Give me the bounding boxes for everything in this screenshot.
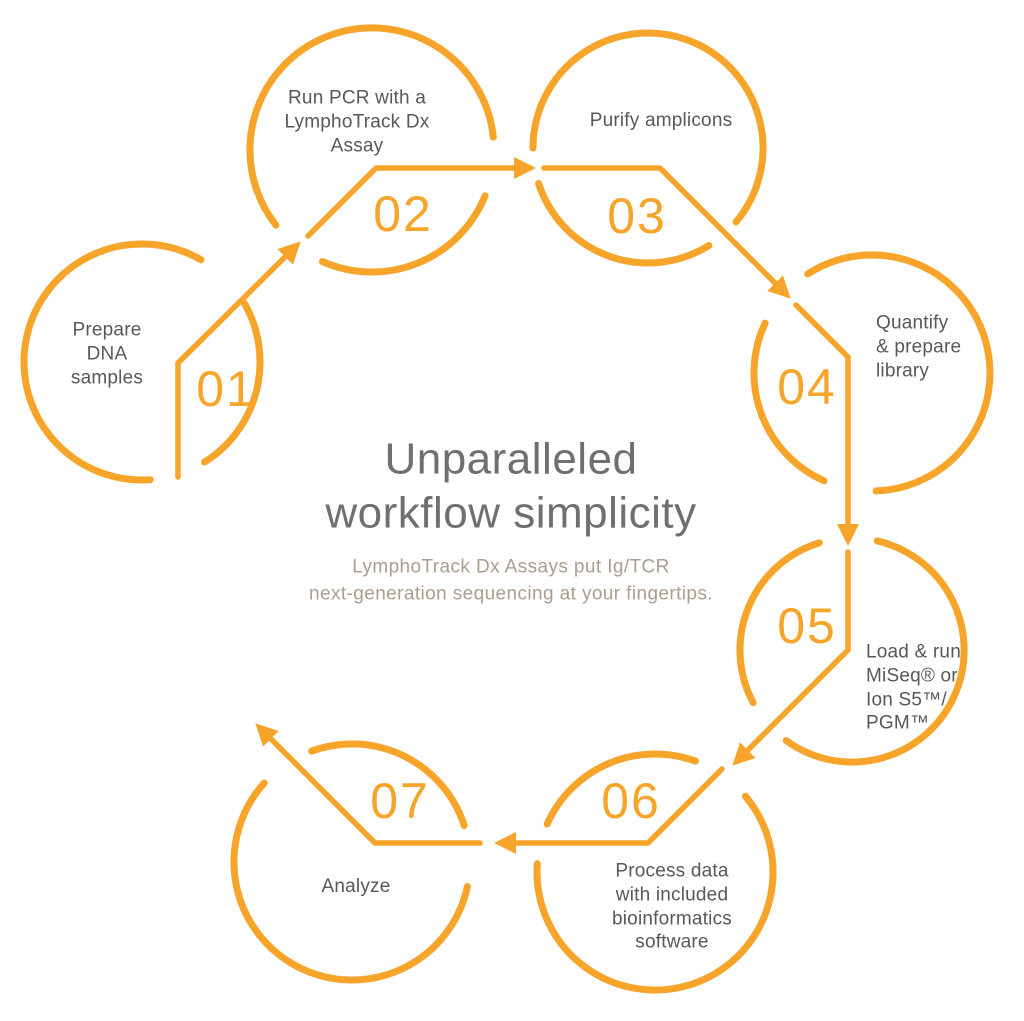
diagram-title: Unparalleled workflow simplicity	[325, 434, 697, 537]
step-5-ring-arc-1	[736, 539, 823, 707]
step-2-ring-arc-1	[318, 192, 489, 276]
step-5-number: 05	[777, 598, 837, 654]
step-1-label: Prepare DNA samples	[70, 319, 144, 388]
step-4-ring-arc-1	[750, 319, 828, 485]
step-5-ring-arc-2	[782, 537, 968, 766]
arrow-step6-to-step7	[494, 766, 725, 854]
arrow-step1-to-step2	[175, 241, 301, 480]
step-4-label: Quantify & prepare library	[876, 312, 962, 381]
step-6-ring-arc-2	[533, 792, 777, 994]
step-3-ring-arc-1	[535, 180, 713, 267]
arrow-step5-to-step6	[732, 549, 851, 766]
diagram-subtitle: LymphoTrack Dx Assays put Ig/TCR next-ge…	[309, 556, 713, 604]
step-3-ring-arc-2	[529, 29, 767, 226]
arrow-step2-to-step3	[305, 157, 536, 239]
step-6-ring-arc-1	[543, 750, 699, 828]
step-2-number: 02	[373, 186, 433, 242]
step-7-label: Analyze	[321, 876, 391, 898]
step-2-label: Run PCR with a LymphoTrack Dx Assay	[284, 87, 430, 156]
step-3-number: 03	[607, 188, 667, 244]
arrows-group	[175, 157, 859, 854]
step-5-label: Load & run MiSeq® or Ion S5™/ PGM™	[866, 641, 961, 734]
arrow-step3-to-step4	[541, 165, 791, 299]
step-6-number: 06	[601, 773, 661, 829]
rings-group	[20, 24, 994, 994]
step-7-number: 07	[370, 773, 430, 829]
arrow-step7-out	[255, 723, 483, 846]
step-2-ring-arc-2	[246, 24, 497, 229]
arrow-step4-to-step5	[793, 302, 859, 546]
step-3-label: Purify amplicons	[589, 110, 733, 132]
step-7-ring-arc-2	[308, 740, 468, 829]
step-1-number: 01	[196, 361, 256, 417]
step-4-number: 04	[777, 359, 837, 415]
step-7-ring-arc-1	[230, 779, 471, 984]
step-1-ring-arc-2	[201, 299, 264, 466]
step-6-label: Process data with included bioinformatic…	[611, 860, 733, 953]
step-1-ring-arc-1	[20, 240, 205, 484]
step-4-ring-arc-2	[804, 251, 994, 495]
